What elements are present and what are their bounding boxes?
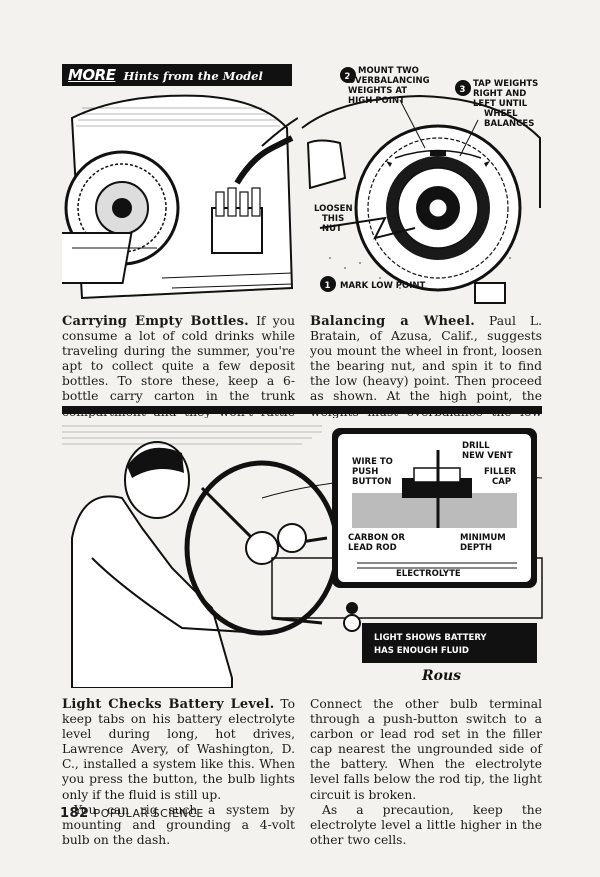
- article-carrying-bottles: Carrying Empty Bottles. If you consume a…: [62, 314, 295, 435]
- article3-p4: As a precaution, keep the electrolyte le…: [310, 802, 542, 847]
- article3-p1: To keep tabs on his battery electrolyte …: [62, 697, 295, 802]
- trunk-bottles-illustration: [62, 88, 298, 308]
- article1-body: If you consume a lot of cold drinks whil…: [62, 314, 295, 434]
- banner-more: MORE: [68, 66, 116, 84]
- step2-line3: WEIGHTS AT: [348, 86, 407, 96]
- battery-light-illustration: DRILL NEW VENT WIRE TO PUSH BUTTON FILLE…: [62, 418, 544, 688]
- step3-marker: [455, 80, 471, 96]
- article2-heading: Balancing a Wheel.: [310, 314, 475, 329]
- loosen-line1: LOOSEN: [314, 204, 353, 214]
- artist-signature: Rous: [421, 668, 461, 684]
- step3-number: 3: [460, 85, 466, 95]
- filler-line1: FILLER: [484, 467, 517, 477]
- drill-line2: NEW VENT: [462, 451, 513, 461]
- step2-line1: MOUNT TWO: [358, 66, 419, 76]
- carbon-line1: CARBON OR: [348, 533, 405, 543]
- loosen-line3: NUT: [322, 224, 342, 234]
- step2-line4: HIGH POINT: [348, 96, 405, 106]
- article-balancing-wheel: Balancing a Wheel. Paul L. Bratain, of A…: [310, 314, 542, 435]
- magazine-name: POPULAR SCIENCE: [93, 807, 204, 820]
- step3-line2: RIGHT AND: [473, 89, 526, 99]
- light-line2: HAS ENOUGH FLUID: [374, 646, 469, 656]
- article3-p2: You can rig such a system by mounting an…: [62, 802, 295, 847]
- wheel-balancing-illustration: 2 MOUNT TWO OVERBALANCING WEIGHTS AT HIG…: [300, 58, 542, 308]
- step2-number: 2: [345, 72, 351, 82]
- filler-line2: CAP: [492, 477, 511, 487]
- article3-p3: Connect the other bulb terminal through …: [310, 697, 542, 802]
- drill-line1: DRILL: [462, 441, 490, 451]
- min-line2: DEPTH: [460, 543, 492, 553]
- loosen-line2: THIS: [322, 214, 344, 224]
- article3-heading: Light Checks Battery Level.: [62, 697, 275, 712]
- step3-line4: WHEEL: [484, 109, 518, 119]
- step2-line2: OVERBALANCING: [348, 76, 430, 86]
- min-line1: MINIMUM: [460, 533, 506, 543]
- section-divider: [62, 406, 542, 414]
- step1-text: MARK LOW POINT: [340, 281, 426, 291]
- step3-line5: BALANCES: [484, 119, 534, 129]
- section-banner: MORE Hints from the Model Garage: [62, 64, 292, 105]
- wire-line1: WIRE TO: [352, 457, 393, 467]
- article-battery-light-col2: Connect the other bulb terminal through …: [310, 697, 542, 848]
- wire-line3: BUTTON: [352, 477, 392, 487]
- carbon-line2: LEAD ROD: [348, 543, 397, 553]
- page-footer: 182 POPULAR SCIENCE: [60, 806, 204, 821]
- page-number: 182: [60, 806, 89, 821]
- electrolyte-label: ELECTROLYTE: [396, 569, 461, 579]
- step1-number: 1: [325, 281, 331, 291]
- article-battery-light-col1: Light Checks Battery Level. To keep tabs…: [62, 697, 295, 848]
- step2-marker: [340, 67, 356, 83]
- step1-marker: [320, 276, 336, 292]
- article2-body: Paul L. Bratain, of Azusa, Calif., sugge…: [310, 314, 542, 434]
- article1-heading: Carrying Empty Bottles.: [62, 314, 249, 329]
- light-line1: LIGHT SHOWS BATTERY: [374, 633, 487, 643]
- step3-line1: TAP WEIGHTS: [473, 79, 538, 89]
- wire-line2: PUSH: [352, 467, 378, 477]
- step3-line3: LEFT UNTIL: [473, 99, 528, 109]
